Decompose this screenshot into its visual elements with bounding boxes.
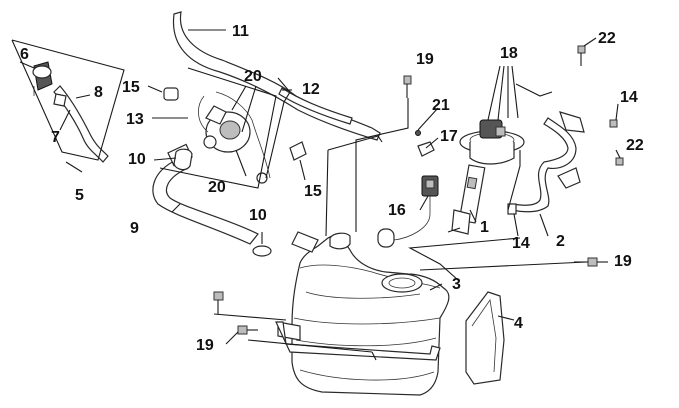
bolt-22-bottom bbox=[615, 157, 624, 166]
callout-17: 17 bbox=[440, 128, 458, 145]
heat-shield bbox=[465, 291, 505, 385]
callout-5: 5 bbox=[75, 187, 84, 204]
callout-16: 16 bbox=[388, 202, 406, 219]
callout-21: 21 bbox=[432, 97, 450, 114]
bolt-19-top bbox=[403, 75, 412, 98]
clamp-15-right bbox=[289, 141, 307, 161]
hose-11 bbox=[172, 11, 381, 141]
clamp-15-top bbox=[163, 87, 179, 101]
callout-7: 7 bbox=[51, 129, 60, 146]
bolt-17 bbox=[417, 141, 435, 157]
tank-bracket bbox=[275, 321, 441, 361]
callouts: 1 2 3 4 5 6 7 8 9 10 10 11 12 13 14 14 1… bbox=[20, 23, 644, 354]
callout-12: 12 bbox=[302, 81, 320, 98]
bolt-21 bbox=[415, 130, 421, 136]
callout-19a: 19 bbox=[416, 51, 434, 68]
bolt-19-left-bottom bbox=[237, 325, 258, 335]
callout-13: 13 bbox=[126, 111, 144, 128]
bolt-22-top bbox=[577, 45, 586, 66]
fuel-pump bbox=[451, 119, 525, 235]
callout-14b: 14 bbox=[512, 235, 530, 252]
callout-10b: 10 bbox=[249, 207, 267, 224]
fuel-filter-assembly bbox=[173, 91, 271, 184]
callout-1: 1 bbox=[480, 219, 489, 236]
callout-15a: 15 bbox=[122, 79, 140, 96]
callout-22b: 22 bbox=[626, 137, 644, 154]
callout-10a: 10 bbox=[128, 151, 146, 168]
fuel-sender bbox=[377, 175, 439, 248]
evap-canister bbox=[32, 61, 109, 163]
callout-20b: 20 bbox=[208, 179, 226, 196]
callout-11: 11 bbox=[232, 23, 249, 40]
callout-18: 18 bbox=[500, 45, 518, 62]
bolt-14-right bbox=[609, 119, 618, 128]
callout-2: 2 bbox=[556, 233, 565, 250]
bolt-19-left-top bbox=[213, 291, 224, 314]
callout-15b: 15 bbox=[304, 183, 322, 200]
hose-12 bbox=[278, 87, 353, 125]
fuel-pipe-2 bbox=[511, 111, 585, 213]
callout-20a: 20 bbox=[244, 68, 262, 85]
hose-9 bbox=[152, 159, 259, 245]
callout-8: 8 bbox=[94, 84, 103, 101]
callout-19b: 19 bbox=[614, 253, 632, 270]
callout-14a: 14 bbox=[620, 89, 638, 106]
callout-4: 4 bbox=[514, 315, 523, 332]
callout-9: 9 bbox=[130, 220, 139, 237]
fuel-tank bbox=[277, 232, 450, 396]
callout-19c: 19 bbox=[196, 337, 214, 354]
callout-6: 6 bbox=[20, 46, 29, 63]
callout-3: 3 bbox=[452, 276, 461, 293]
callout-22a: 22 bbox=[598, 30, 616, 47]
